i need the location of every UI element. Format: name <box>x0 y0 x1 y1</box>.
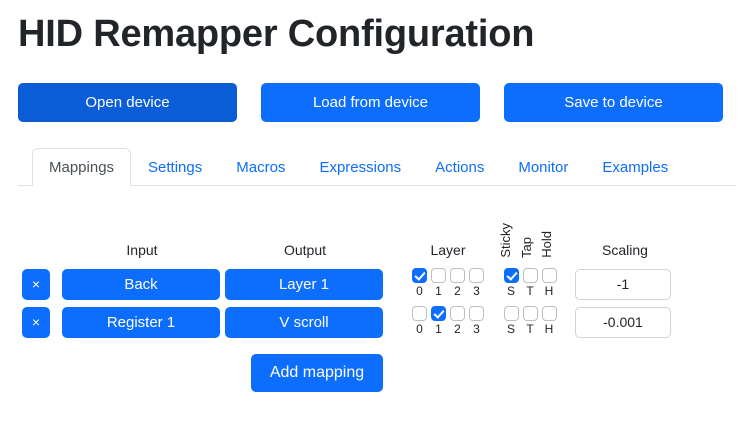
layer-label-1: 1 <box>435 321 442 336</box>
tab-bar: Mappings Settings Macros Expressions Act… <box>18 147 736 186</box>
sticky-checkbox[interactable] <box>503 305 519 321</box>
layer-label-2: 2 <box>454 321 461 336</box>
mappings-table: Input Output Layer Sticky Tap Hold Scali… <box>18 200 736 340</box>
input-selector-button[interactable]: Register 1 <box>62 306 220 338</box>
flag-label-tap: T <box>526 321 534 336</box>
header-input: Input <box>126 241 158 258</box>
layer-checkboxes <box>412 305 484 321</box>
output-cell: V scroll <box>225 305 385 340</box>
add-mapping-row: Add mapping <box>18 353 736 392</box>
scaling-cell <box>575 267 675 302</box>
layer-cell: 0 1 2 3 <box>403 302 493 340</box>
tab-examples[interactable]: Examples <box>602 158 669 176</box>
layer-label-3: 3 <box>473 321 480 336</box>
open-device-button[interactable]: Open device <box>18 82 237 122</box>
delete-mapping-button[interactable]: × <box>22 306 50 338</box>
layer-label-1: 1 <box>435 283 442 298</box>
scaling-input[interactable] <box>575 306 671 338</box>
gap <box>561 298 575 302</box>
device-toolbar: Open device Load from device Save to dev… <box>18 82 736 122</box>
input-cell: Register 1 <box>62 305 222 340</box>
flag-label-hold: H <box>544 283 554 298</box>
header-output: Output <box>283 241 327 258</box>
output-cell: Layer 1 <box>225 267 385 302</box>
input-cell: Back <box>62 267 222 302</box>
gap <box>561 336 575 340</box>
layer-checkbox-1[interactable] <box>431 267 446 283</box>
flag-labels: S T H <box>504 322 557 336</box>
layer-labels: 0 1 2 3 <box>412 322 484 336</box>
flag-checkbox-group: S T H <box>499 304 561 338</box>
flag-label-sticky: S <box>506 321 515 336</box>
layer-checkbox-2[interactable] <box>450 305 465 321</box>
tab-monitor[interactable]: Monitor <box>518 158 569 176</box>
table-row: × <box>22 267 62 302</box>
layer-cell: 0 1 2 3 <box>403 264 493 302</box>
gap <box>385 298 403 302</box>
layer-labels: 0 1 2 3 <box>412 284 484 298</box>
header-spacer-delete <box>22 257 62 264</box>
layer-checkbox-group: 0 1 2 3 <box>403 304 493 338</box>
tab-actions[interactable]: Actions <box>435 158 485 176</box>
table-row: × <box>22 305 62 340</box>
header-layer: Layer <box>430 241 466 258</box>
output-selector-button[interactable]: V scroll <box>225 306 383 338</box>
flag-label-sticky: S <box>506 283 515 298</box>
flags-cell: S T H <box>499 264 561 302</box>
tap-checkbox[interactable] <box>522 305 538 321</box>
layer-checkbox-3[interactable] <box>469 305 484 321</box>
flag-checkbox-group: S T H <box>499 266 561 300</box>
tab-expressions[interactable]: Expressions <box>319 158 402 176</box>
flag-label-hold: H <box>544 321 554 336</box>
input-selector-button[interactable]: Back <box>62 268 220 300</box>
scaling-cell <box>575 305 675 340</box>
header-gap-4 <box>561 257 575 264</box>
layer-checkbox-group: 0 1 2 3 <box>403 266 493 300</box>
hold-checkbox[interactable] <box>541 305 557 321</box>
layer-label-0: 0 <box>416 283 423 298</box>
flag-checkboxes <box>503 305 557 321</box>
layer-label-3: 3 <box>473 283 480 298</box>
load-from-device-button[interactable]: Load from device <box>261 82 480 122</box>
flag-label-tap: T <box>526 283 534 298</box>
header-tap: Tap <box>518 236 534 258</box>
layer-checkbox-0[interactable] <box>412 267 427 283</box>
page-title: HID Remapper Configuration <box>18 13 535 55</box>
flag-checkboxes <box>503 267 557 283</box>
add-mapping-button[interactable]: Add mapping <box>250 353 384 392</box>
gap <box>385 336 403 340</box>
sticky-checkbox[interactable] <box>503 267 519 283</box>
delete-mapping-button[interactable]: × <box>22 268 50 300</box>
tab-mappings[interactable]: Mappings <box>32 147 132 186</box>
header-gap-2 <box>385 257 403 264</box>
layer-checkbox-3[interactable] <box>469 267 484 283</box>
layer-checkboxes <box>412 267 484 283</box>
tap-checkbox[interactable] <box>522 267 538 283</box>
flags-cell: S T H <box>499 302 561 340</box>
header-scaling: Scaling <box>602 241 648 258</box>
layer-checkbox-0[interactable] <box>412 305 427 321</box>
output-selector-button[interactable]: Layer 1 <box>225 268 383 300</box>
tab-settings[interactable]: Settings <box>148 158 203 176</box>
header-sticky: Sticky <box>498 222 513 258</box>
save-to-device-button[interactable]: Save to device <box>504 82 723 122</box>
layer-label-0: 0 <box>416 321 423 336</box>
tab-macros[interactable]: Macros <box>236 158 286 176</box>
flag-labels: S T H <box>504 284 557 298</box>
scaling-input[interactable] <box>575 268 671 300</box>
layer-label-2: 2 <box>454 283 461 298</box>
header-flags: Sticky Tap Hold <box>498 200 561 264</box>
header-hold: Hold <box>539 230 555 258</box>
layer-checkbox-2[interactable] <box>450 267 465 283</box>
layer-checkbox-1[interactable] <box>431 305 446 321</box>
hold-checkbox[interactable] <box>541 267 557 283</box>
